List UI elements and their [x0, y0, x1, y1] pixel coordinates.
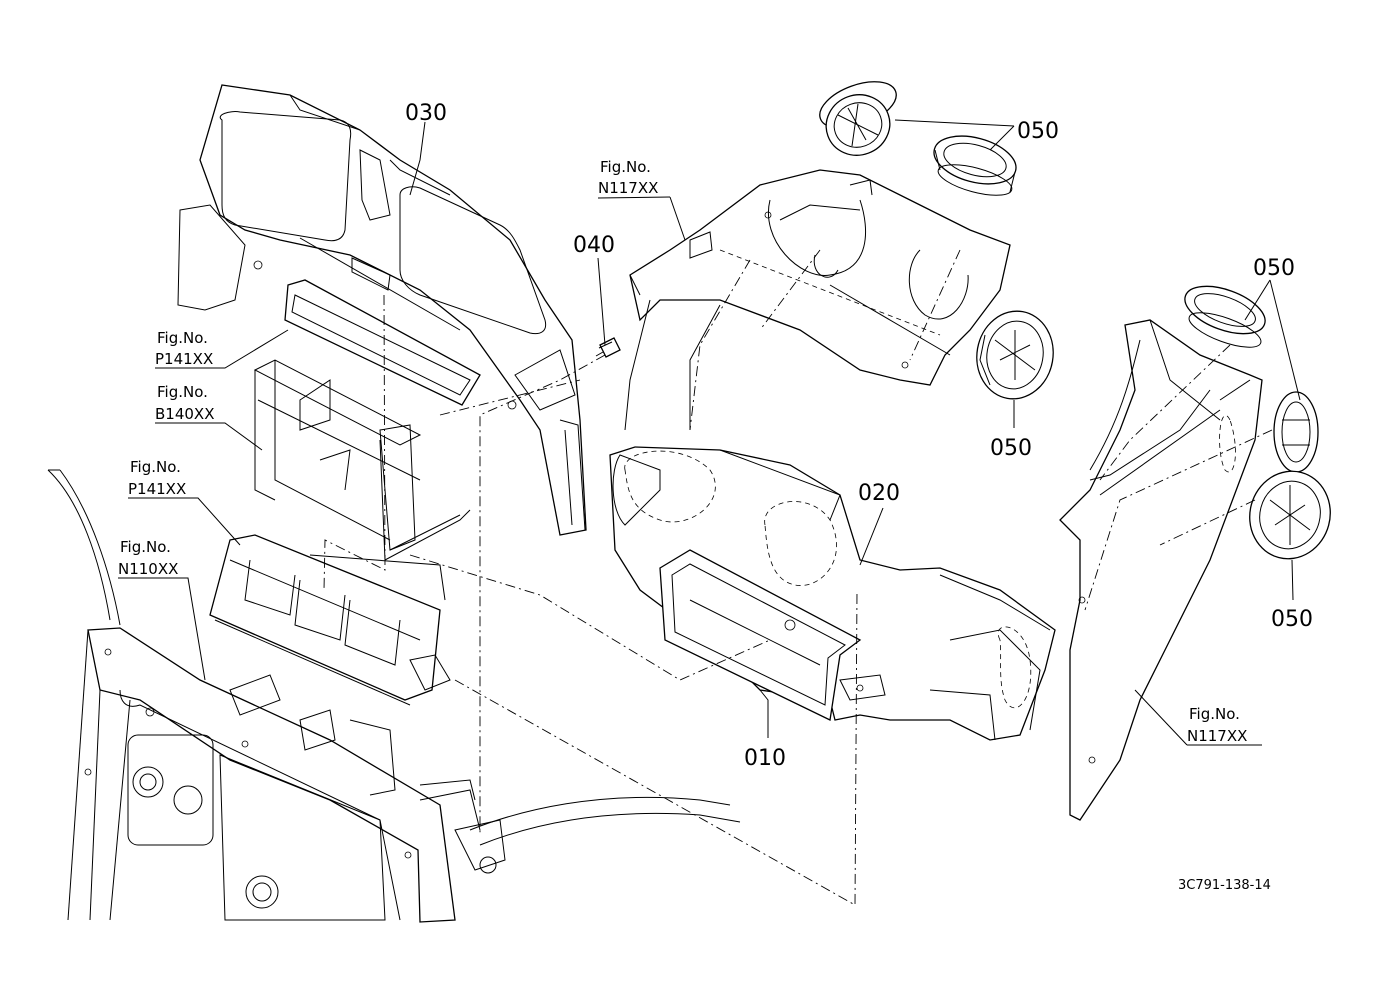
- drawing-code: 3C791-138-14: [1178, 878, 1271, 893]
- figref-n117-right: Fig.No. N117XX: [1187, 705, 1247, 745]
- vent-050-top-left-icon: [819, 81, 897, 156]
- part-label-040: 040: [573, 233, 615, 258]
- svg-text:P141XX: P141XX: [128, 480, 186, 498]
- part-label-010: 010: [744, 746, 786, 771]
- left-duct-assembly: [209, 279, 481, 801]
- svg-text:N110XX: N110XX: [118, 560, 178, 578]
- assembly-lines: [323, 249, 1273, 906]
- figref-b140: Fig.No. B140XX: [155, 383, 214, 423]
- part-label-020: 020: [858, 481, 900, 506]
- vent-050-top-right-icon: [933, 135, 1017, 196]
- svg-text:Fig.No.: Fig.No.: [120, 538, 171, 556]
- part-labels: 030 040 020 010 050 050 050 050: [405, 101, 1313, 771]
- svg-text:Fig.No.: Fig.No.: [600, 158, 651, 176]
- right-duct-n117: [1059, 319, 1263, 821]
- svg-text:Fig.No.: Fig.No.: [130, 458, 181, 476]
- svg-text:P141XX: P141XX: [155, 350, 213, 368]
- figref-p141-top: Fig.No. P141XX: [155, 329, 213, 368]
- figure-references: Fig.No. N117XX Fig.No. P141XX Fig.No. B1…: [118, 158, 1247, 745]
- svg-text:N117XX: N117XX: [1187, 727, 1247, 745]
- bolt-040-icon: [595, 337, 621, 358]
- upper-duct-n117: [624, 169, 1011, 431]
- leader-lines: [118, 119, 1301, 746]
- part-label-050-right-top: 050: [1253, 256, 1295, 281]
- part-label-050-right-bottom: 050: [1271, 607, 1313, 632]
- vent-050-right-bottom-icon: [1249, 470, 1331, 560]
- cab-frame: [47, 469, 741, 923]
- svg-text:Fig.No.: Fig.No.: [157, 383, 208, 401]
- part-label-030: 030: [405, 101, 447, 126]
- rear-panel-030: [177, 84, 587, 536]
- part-label-050-mid: 050: [990, 436, 1032, 461]
- svg-text:B140XX: B140XX: [155, 405, 214, 423]
- svg-text:N117XX: N117XX: [598, 179, 658, 197]
- figref-n110: Fig.No. N110XX: [118, 538, 178, 578]
- vent-050-right-top-icon: [1184, 285, 1266, 348]
- svg-text:Fig.No.: Fig.No.: [157, 329, 208, 347]
- svg-text:Fig.No.: Fig.No.: [1189, 705, 1240, 723]
- vent-050-mid-icon: [976, 310, 1054, 400]
- figref-n117-top: Fig.No. N117XX: [598, 158, 658, 197]
- figref-p141-mid: Fig.No. P141XX: [128, 458, 186, 498]
- main-duct-010: [609, 446, 1056, 741]
- vent-050-right-mid-icon: [1273, 391, 1319, 473]
- part-label-050-top: 050: [1017, 119, 1059, 144]
